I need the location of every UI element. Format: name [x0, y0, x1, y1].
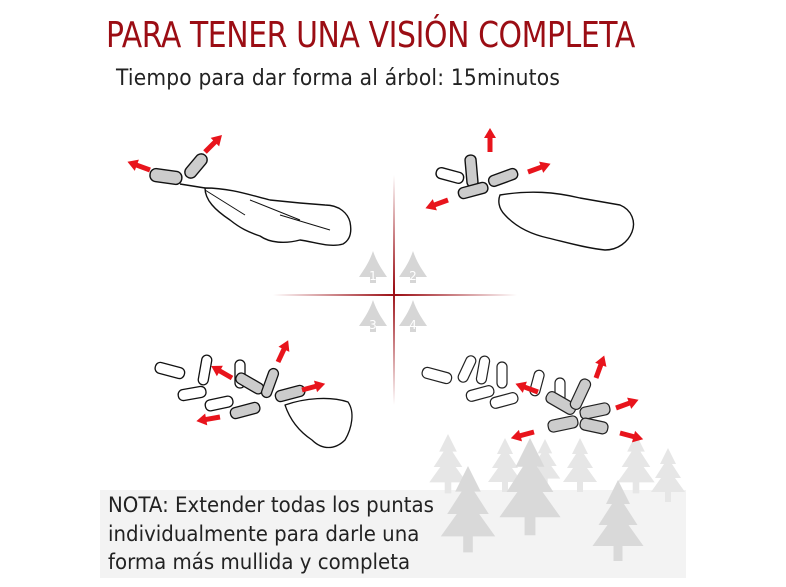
svg-text:2: 2	[409, 269, 417, 283]
svg-text:1: 1	[369, 269, 377, 283]
branch-second-tier-icon	[154, 354, 353, 449]
note-text: NOTA: Extender todas los puntas individu…	[108, 492, 434, 578]
page-title: PARA TENER UNA VISIÓN COMPLETA	[106, 15, 635, 56]
assembly-time-subtitle: Tiempo para dar forma al árbol: 15minuto…	[116, 66, 561, 91]
note-line-1: NOTA: Extender todas los puntas	[108, 493, 434, 518]
branch-full-icon	[421, 355, 611, 435]
step-marker-4-icon: 4	[399, 300, 427, 332]
step-marker-3-icon: 3	[359, 300, 387, 332]
svg-text:3: 3	[369, 318, 377, 332]
note-line-2: individualmente para darle una	[108, 521, 420, 547]
step-marker-1-icon: 1	[359, 251, 387, 283]
svg-text:4: 4	[409, 318, 417, 332]
branch-folded-icon	[149, 153, 352, 247]
step-marker-2-icon: 2	[399, 251, 427, 283]
note-background-band	[100, 490, 686, 578]
note-line-3: forma más mullida y completa	[108, 550, 411, 575]
crosshair-vertical	[393, 175, 395, 405]
branch-first-tier-icon	[435, 154, 635, 251]
